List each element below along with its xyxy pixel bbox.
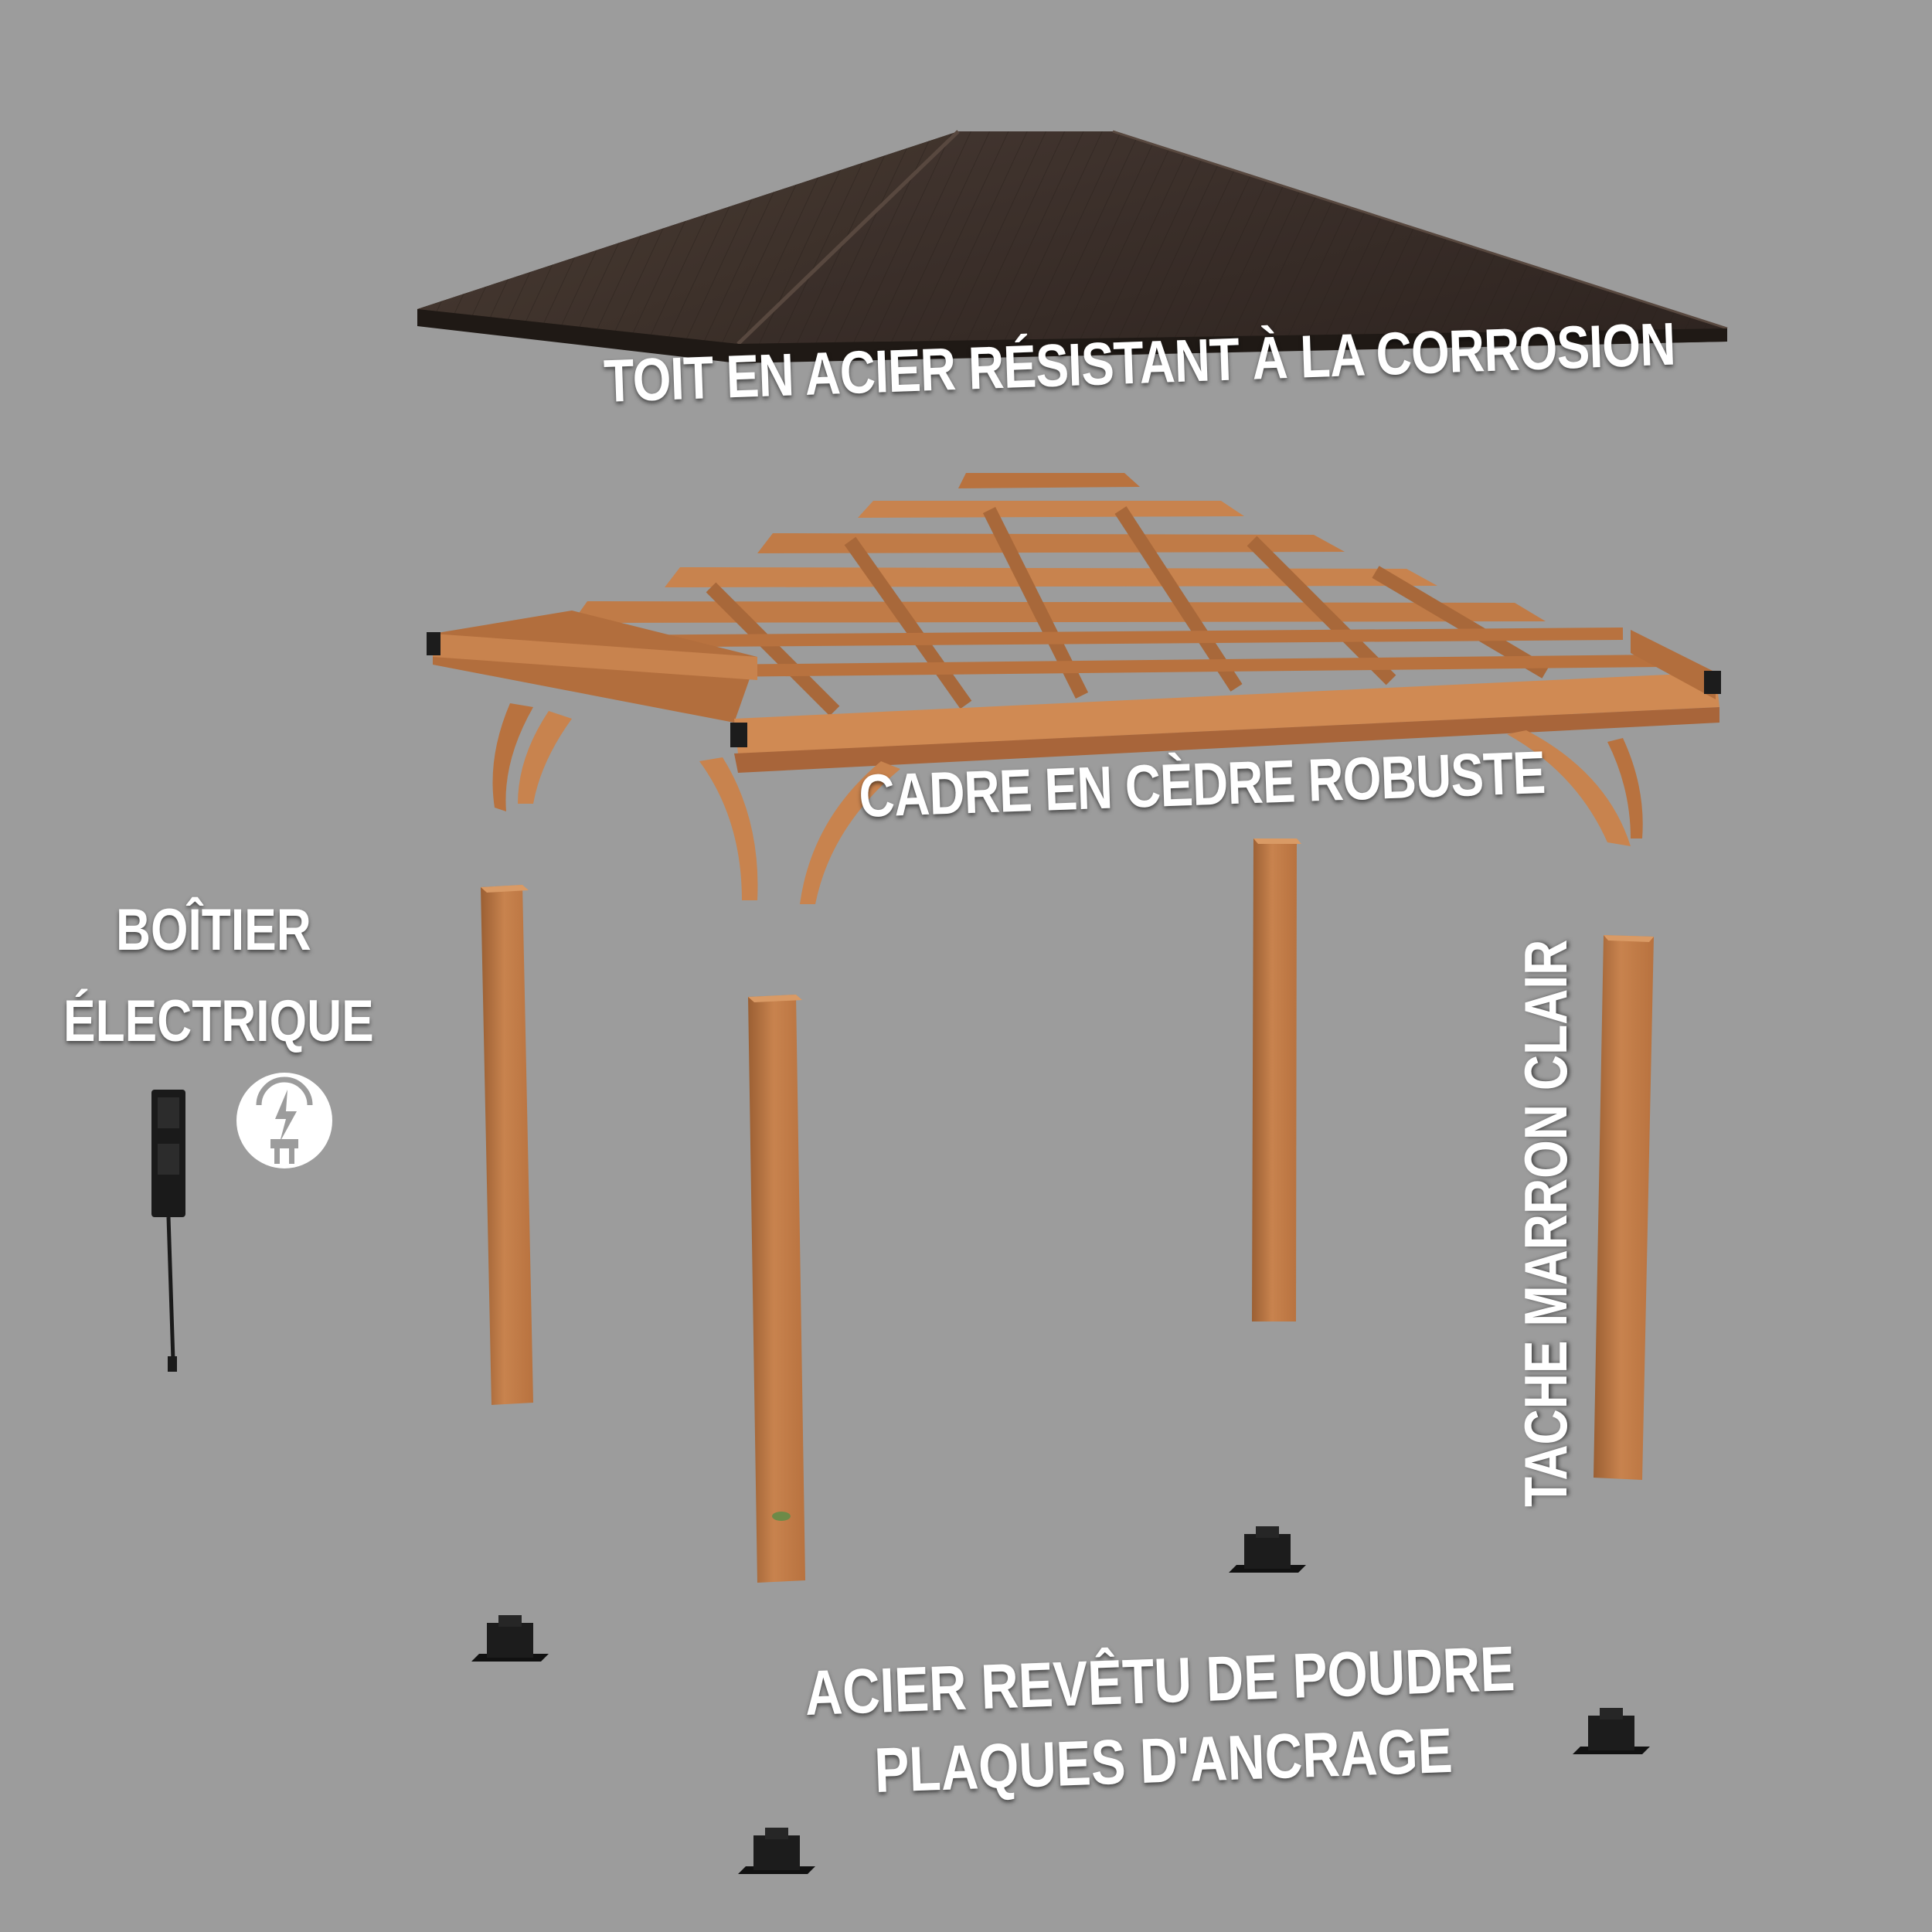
electrical-box: [151, 1090, 185, 1372]
post-right-back: [1252, 838, 1301, 1321]
electrical-box-label-line2: ÉLECTRIQUE: [63, 988, 374, 1054]
cedar-frame: [427, 473, 1721, 904]
post-left-front: [748, 995, 805, 1583]
anchor-plate-1: [471, 1615, 549, 1662]
anchor-plate-2: [1229, 1526, 1306, 1573]
stain-label: TACHE MARRON CLAIR: [1512, 939, 1580, 1507]
post-right-front: [1594, 935, 1654, 1480]
post-left-back: [481, 885, 533, 1405]
steel-roof: [417, 130, 1728, 363]
cedar-posts: [481, 838, 1654, 1583]
anchor-plate-4: [738, 1828, 815, 1874]
electrical-box-label-line1: BOÎTIER: [116, 897, 311, 963]
power-plug-icon: [236, 1073, 332, 1168]
anchor-plate-3: [1573, 1708, 1650, 1754]
anchor-plates: [471, 1526, 1650, 1874]
